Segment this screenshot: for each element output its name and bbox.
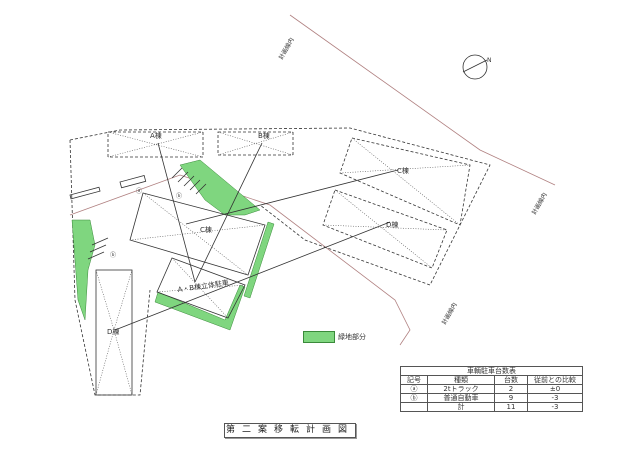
road-boundary-line: [289, 14, 556, 186]
site-boundary: [69, 127, 491, 286]
green-area: [71, 219, 96, 321]
legend-label: 緑地部分: [338, 333, 366, 341]
building-d-new: [95, 269, 133, 396]
svg-text:計画線内: 計画線内: [440, 301, 459, 326]
building-c-old: [339, 137, 471, 226]
label-building-b: B棟: [258, 131, 270, 140]
relocation-arrow: [114, 142, 399, 331]
label-building-d-new: D棟: [107, 327, 119, 336]
building-b: [217, 131, 294, 156]
building-a: [107, 131, 204, 158]
road-boundary-line: [69, 174, 411, 346]
green-area: [243, 221, 275, 299]
label-building-c-new: C棟: [200, 225, 212, 234]
svg-text:計画線内: 計画線内: [277, 36, 296, 61]
parking-mark-a: ⓐ: [136, 187, 142, 195]
table-caption: 車輌駐車台数表: [400, 366, 583, 376]
north-compass: N: [462, 54, 492, 80]
building-ab-parking: [156, 257, 246, 319]
road-label: 計画線内 計画線内 計画線内: [277, 36, 549, 326]
label-building-c-old: C棟: [397, 166, 409, 175]
legend: 緑地部分: [303, 331, 366, 343]
table-header: 記号 種類 台数 従前との比較: [400, 375, 583, 385]
svg-text:計画線内: 計画線内: [530, 191, 549, 216]
green-area-swatch: [303, 331, 335, 343]
green-area: [179, 159, 261, 216]
label-building-a: A棟: [150, 131, 162, 140]
label-building-d-old: D棟: [386, 220, 398, 229]
parking-stalls: [69, 167, 207, 260]
svg-text:N: N: [487, 57, 492, 64]
parking-mark-b: ⓑ: [110, 251, 116, 259]
parking-mark-b: ⓑ: [176, 192, 182, 200]
drawing-title: 第二案移転計画図: [224, 423, 356, 438]
site-boundary: [69, 139, 151, 396]
